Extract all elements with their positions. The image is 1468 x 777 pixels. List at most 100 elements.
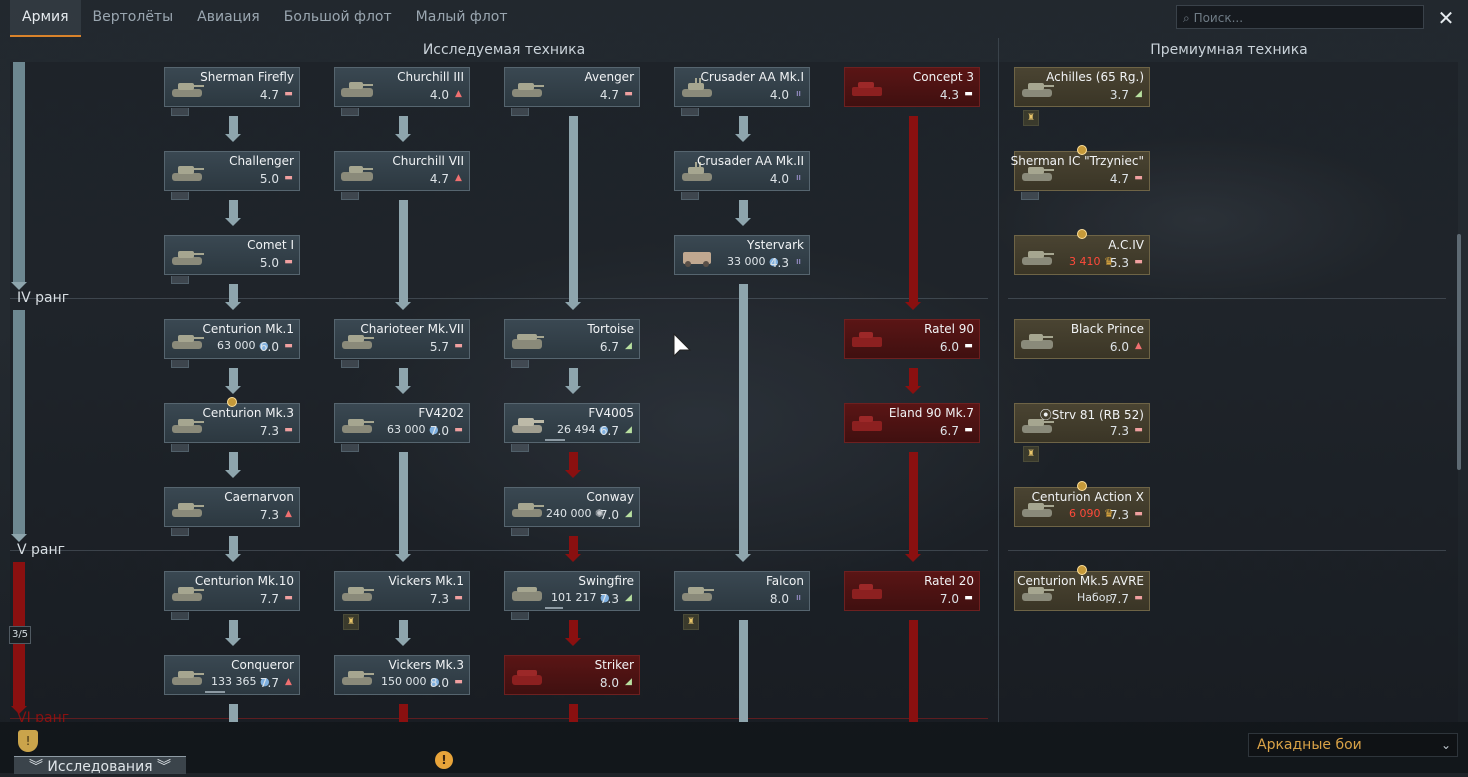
medal-icon — [1077, 229, 1087, 239]
clan-shield-icon[interactable]: ! — [18, 730, 38, 752]
heavy-tank-icon: ▲ — [1135, 341, 1142, 351]
research-cost-value: 63 000 — [217, 339, 256, 352]
game-mode-select[interactable]: Аркадные бои ⌄ — [1248, 733, 1458, 757]
battle-rating: 8.0 — [599, 676, 619, 690]
vehicle-card-ystervark[interactable]: Ystervark 33 000 ● 4.3 ıı — [674, 235, 810, 275]
purchase-cost: 240 000 ✺ — [546, 507, 604, 520]
research-point-icon: ● — [429, 423, 439, 436]
medium-tank-icon: ▬ — [1134, 509, 1143, 519]
battle-rating: 7.3 — [259, 424, 279, 438]
vehicle-name: Centurion Action X — [1031, 490, 1144, 504]
vehicle-card-ratel-90[interactable]: Ratel 90 6.0 ▬ — [844, 319, 980, 359]
game-mode-value: Аркадные бои — [1257, 737, 1362, 753]
tab-bluewater-fleet[interactable]: Большой флот — [283, 9, 392, 25]
vehicle-name: Conqueror — [231, 658, 294, 672]
vehicle-card-sherman-firefly[interactable]: Sherman Firefly 4.7 ▬ — [164, 67, 300, 116]
vehicle-card-caernarvon[interactable]: Caernarvon 7.3 ▲ — [164, 487, 300, 536]
battle-rating: 4.7 — [259, 88, 279, 102]
vehicle-card-achilles[interactable]: Achilles (65 Rg.) 3.7 ◢ — [1014, 67, 1150, 107]
crew-slot — [171, 444, 189, 452]
tank-icon — [852, 584, 882, 599]
tab-army[interactable]: Армия — [10, 0, 81, 37]
medium-tank-icon: ▬ — [454, 593, 463, 603]
vehicle-card-vickers-mk3[interactable]: Vickers Mk.3 150 000 ● 8.0 ▬ — [334, 655, 470, 695]
battle-rating: 4.3 — [939, 88, 959, 102]
vehicle-card-centurion-mk10[interactable]: Centurion Mk.10 7.7 ▬ — [164, 571, 300, 620]
research-label: Исследования — [47, 759, 153, 775]
vehicle-card-centurion-mk1[interactable]: Centurion Mk.1 63 000 ● 6.0 ▬ — [164, 319, 300, 368]
vehicle-card-crusader-aa-mkii[interactable]: Crusader AA Mk.II 4.0 ıı — [674, 151, 810, 200]
mouse-cursor-icon — [673, 332, 692, 358]
vehicle-card-centurion-action-x[interactable]: Centurion Action X 6 090 ♛ 7.3 ▬ — [1014, 481, 1150, 527]
tank-icon — [512, 587, 542, 601]
vehicle-card-charioteer-mkvii[interactable]: Charioteer Mk.VII 5.7 ▬ — [334, 319, 470, 368]
chevron-icon: ︾ — [28, 759, 43, 775]
vehicle-card-fv4202[interactable]: FV4202 63 000 ● 7.0 ▬ — [334, 403, 470, 452]
research-panel-toggle[interactable]: ︾ Исследования ︾ — [14, 756, 186, 775]
vehicle-card-falcon[interactable]: Falcon 8.0 ıı — [674, 571, 810, 611]
battle-rating: 6.0 — [1109, 340, 1129, 354]
close-icon[interactable]: ✕ — [1437, 6, 1455, 30]
crew-slot — [341, 360, 359, 368]
vehicle-card-concept-3[interactable]: Concept 3 4.3 ▬ — [844, 67, 980, 107]
vehicle-card-fv4005[interactable]: FV4005 26 494 ● 6.7 ◢ — [504, 403, 640, 452]
research-cost: 101 217 ● — [551, 591, 610, 604]
crew-slot — [341, 444, 359, 452]
rank-v-arrow — [11, 534, 27, 542]
vehicle-card-churchill-vii[interactable]: Churchill VII 4.7 ▲ — [334, 151, 470, 200]
vehicle-card-ratel-20[interactable]: Ratel 20 7.0 ▬ — [844, 571, 980, 611]
squadron-icon: ♜ — [1023, 110, 1039, 126]
connector-arrow — [905, 302, 921, 310]
notification-icon[interactable]: ! — [435, 751, 453, 769]
vehicle-card-strv-81[interactable]: ⦿Strv 81 (RB 52) 7.3 ▬ — [1014, 403, 1150, 443]
vehicle-card-sherman-ic-trzyniec[interactable]: Sherman IC "Trzyniec" 4.7 ▬ — [1011, 145, 1150, 200]
connector-arrow — [565, 638, 581, 646]
research-cost-value: 133 365 — [211, 675, 257, 688]
chevron-icon: ︾ — [157, 759, 172, 775]
research-cost-value: 101 217 — [551, 591, 597, 604]
silver-lions-icon: ✺ — [595, 507, 605, 520]
scrollbar[interactable] — [1457, 234, 1461, 470]
vehicle-card-churchill-iii[interactable]: Churchill III 4.0 ▲ — [334, 67, 470, 116]
vehicle-card-centurion-mk5-avre[interactable]: Centurion Mk.5 AVRE Набор 7.7 ▬ — [1014, 565, 1150, 611]
medium-tank-icon: ▬ — [1134, 425, 1143, 435]
tab-coastal-fleet[interactable]: Малый флот — [415, 9, 508, 25]
tab-helicopters[interactable]: Вертолёты — [92, 9, 174, 25]
vehicle-card-comet-i[interactable]: Comet I 5.0 ▬ — [164, 235, 300, 284]
tank-destroyer-icon: ◢ — [625, 509, 632, 519]
vehicle-card-challenger[interactable]: Challenger 5.0 ▬ — [164, 151, 300, 200]
vehicle-name: Striker — [594, 658, 634, 672]
crew-slot — [1021, 192, 1039, 200]
tank-icon — [512, 334, 544, 349]
medium-tank-icon: ▬ — [284, 593, 293, 603]
vehicle-card-black-prince[interactable]: Black Prince 6.0 ▲ — [1014, 319, 1150, 359]
vehicle-name: Centurion Mk.3 — [202, 406, 294, 420]
bundle-label: Набор — [1077, 591, 1113, 604]
tank-icon — [172, 419, 204, 433]
chevron-down-icon: ⌄ — [1440, 738, 1451, 752]
tab-aviation[interactable]: Авиация — [197, 9, 260, 25]
tank-icon — [682, 587, 714, 601]
vehicle-card-avenger[interactable]: Avenger 4.7 ▬ — [504, 67, 640, 116]
vehicle-card-crusader-aa-mki[interactable]: Crusader AA Mk.I 4.0 ıı — [674, 67, 810, 116]
spaa-icon: ıı — [795, 89, 801, 99]
tank-icon — [172, 671, 204, 685]
vehicle-card-tortoise[interactable]: Tortoise 6.7 ◢ — [504, 319, 640, 368]
vehicle-card-eland-90-mk7[interactable]: Eland 90 Mk.7 6.7 ▬ — [844, 403, 980, 443]
vehicle-card-striker[interactable]: Striker 8.0 ◢ — [504, 655, 640, 695]
vehicle-card-centurion-mk3[interactable]: Centurion Mk.3 7.3 ▬ — [164, 397, 300, 452]
connector — [229, 116, 238, 134]
vehicle-card-swingfire[interactable]: Swingfire 101 217 ● 7.3 ◢ — [504, 571, 640, 620]
vehicle-card-conqueror[interactable]: Conqueror 133 365 ● 7.7 ▲ — [164, 655, 300, 695]
battle-rating: 8.0 — [429, 676, 449, 690]
vehicle-card-aciv[interactable]: A.C.IV 3 410 ♛ 5.3 ▬ — [1014, 229, 1150, 275]
connector-arrow — [905, 386, 921, 394]
vehicle-card-conway[interactable]: Conway 240 000 ✺ 7.0 ◢ — [504, 487, 640, 536]
vehicle-card-vickers-mk1[interactable]: Vickers Mk.1 7.3 ▬ — [334, 571, 470, 611]
tank-icon — [1022, 167, 1054, 181]
connector-arrow — [395, 554, 411, 562]
medium-tank-icon: ▬ — [284, 341, 293, 351]
tank-icon — [341, 82, 373, 97]
search-input[interactable]: ⌕ Поиск... — [1176, 5, 1424, 29]
connector — [569, 704, 578, 722]
